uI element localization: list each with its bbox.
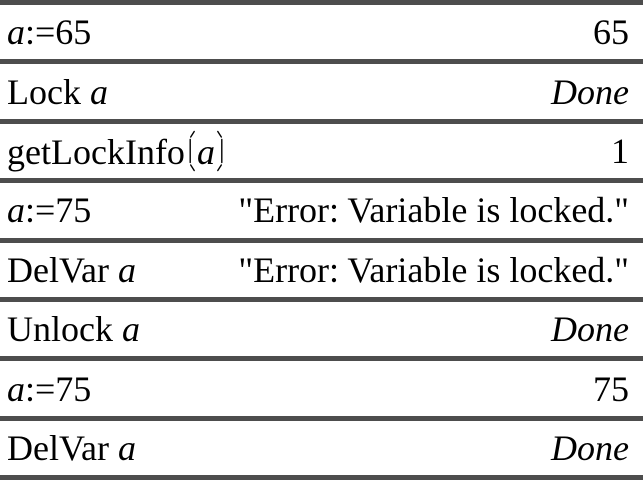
expression-result[interactable]: 65 [593, 14, 629, 50]
expression-segment: Done [551, 309, 629, 350]
expression-segment: a [7, 12, 25, 53]
expression-segment: Done [551, 71, 629, 112]
expression-segment: :=65 [25, 12, 92, 53]
expression-segment: DelVar [7, 427, 118, 468]
history-row[interactable]: a:=75 75 [0, 361, 643, 421]
expression-result[interactable]: 75 [593, 371, 629, 407]
history-row[interactable]: Unlock a Done [0, 301, 643, 362]
expression-segment: a [7, 190, 25, 231]
expression-segment: "Error: Variable is locked." [238, 190, 629, 231]
expression-result[interactable]: 1 [611, 133, 629, 169]
expression-segment: a [89, 71, 108, 112]
expression-segment: 75 [593, 368, 629, 409]
expression-input[interactable]: a:=75 [7, 371, 91, 407]
expression-input[interactable]: a:=65 [7, 14, 91, 50]
expression-segment: Unlock [7, 309, 122, 350]
expression-segment: :=75 [25, 190, 92, 231]
stretch-paren-close-icon [217, 130, 223, 172]
expression-input[interactable]: Unlock a [7, 311, 140, 347]
stretch-paren-close [215, 130, 227, 172]
stretch-paren-open [185, 130, 197, 172]
history-row[interactable]: a:=75 "Error: Variable is locked." [0, 183, 643, 243]
expression-segment: 1 [611, 130, 629, 171]
expression-segment: 65 [593, 12, 629, 53]
expression-segment: "Error: Variable is locked." [238, 249, 629, 290]
expression-result[interactable]: Done [551, 311, 629, 347]
history-row[interactable]: a:=65 65 [0, 5, 643, 65]
history-row[interactable]: getLockInfo a 1 [0, 123, 643, 184]
expression-input[interactable]: a:=75 [7, 192, 91, 228]
expression-input[interactable]: DelVar a [7, 252, 136, 288]
expression-segment: a [7, 368, 25, 409]
expression-input[interactable]: DelVar a [7, 430, 136, 466]
history-row[interactable]: Lock a Done [0, 64, 643, 124]
expression-segment: getLockInfo [7, 131, 185, 172]
history-row[interactable]: DelVar a Done [0, 420, 643, 481]
stretch-paren-open-icon [189, 130, 195, 172]
expression-segment: a [117, 427, 136, 468]
expression-segment: :=75 [25, 368, 92, 409]
expression-result[interactable]: Done [551, 430, 629, 466]
expression-input[interactable]: getLockInfo a [7, 130, 227, 172]
expression-input[interactable]: Lock a [7, 74, 108, 110]
expression-segment: a [121, 309, 140, 350]
expression-segment: Done [551, 427, 629, 468]
expression-segment: a [196, 131, 215, 172]
history-row[interactable]: DelVar a "Error: Variable is locked." [0, 242, 643, 302]
expression-segment: DelVar [7, 249, 118, 290]
expression-segment: a [117, 249, 136, 290]
expression-segment: Lock [7, 71, 90, 112]
expression-result[interactable]: "Error: Variable is locked." [238, 192, 629, 228]
expression-result[interactable]: "Error: Variable is locked." [238, 252, 629, 288]
expression-result[interactable]: Done [551, 74, 629, 110]
